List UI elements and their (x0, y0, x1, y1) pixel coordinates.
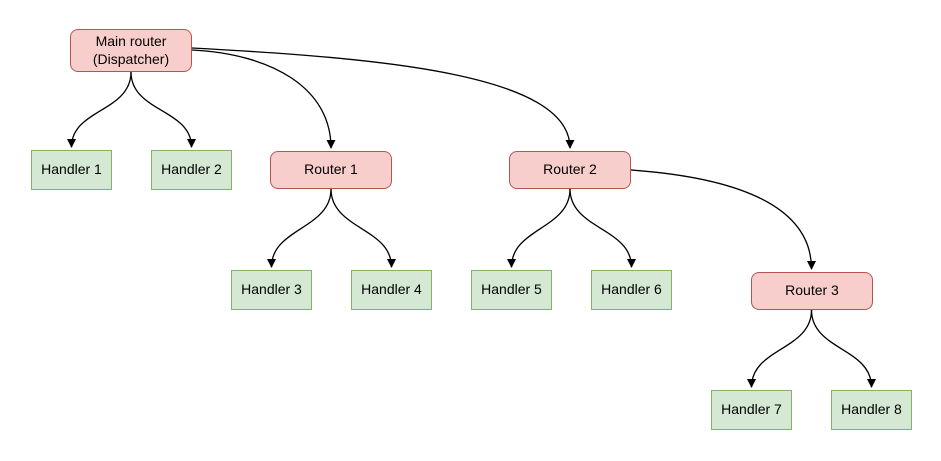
edge-main-to-router2 (191, 47, 575, 149)
node-handler-5: Handler 5 (471, 270, 552, 310)
node-main-router: Main router (Dispatcher) (70, 29, 192, 72)
node-handler-1-label: Handler 1 (41, 161, 102, 178)
node-handler-6-label: Handler 6 (601, 281, 662, 298)
node-handler-3-label: Handler 3 (241, 281, 302, 298)
node-handler-4-label: Handler 4 (361, 281, 422, 298)
node-router-2: Router 2 (509, 151, 631, 189)
edge-main-to-handler1 (67, 71, 132, 148)
edge-router3-to-handler8 (810, 309, 876, 388)
node-handler-8-label: Handler 8 (841, 401, 902, 418)
node-main-router-label: Main router (Dispatcher) (92, 33, 170, 67)
edge-router3-to-handler7 (747, 309, 813, 388)
node-router-1: Router 1 (270, 151, 392, 189)
node-handler-4: Handler 4 (351, 270, 432, 310)
node-router-3: Router 3 (751, 272, 873, 310)
node-handler-1: Handler 1 (31, 150, 112, 190)
node-handler-5-label: Handler 5 (481, 281, 542, 298)
node-router-2-label: Router 2 (543, 161, 597, 178)
edge-router1-to-handler4 (330, 188, 396, 268)
node-handler-3: Handler 3 (231, 270, 312, 310)
edge-main-to-router1 (191, 49, 336, 149)
node-handler-2: Handler 2 (151, 150, 232, 190)
edge-router1-to-handler3 (267, 188, 332, 268)
node-handler-8: Handler 8 (831, 390, 912, 430)
node-router-3-label: Router 3 (785, 282, 839, 299)
node-router-1-label: Router 1 (304, 161, 358, 178)
edge-main-to-handler2 (130, 71, 196, 148)
edge-router2-to-router3 (630, 169, 816, 270)
edge-router2-to-handler6 (569, 188, 636, 268)
node-handler-6: Handler 6 (591, 270, 672, 310)
node-handler-7: Handler 7 (711, 390, 792, 430)
node-handler-7-label: Handler 7 (721, 401, 782, 418)
node-handler-2-label: Handler 2 (161, 161, 222, 178)
edge-router2-to-handler5 (507, 188, 571, 268)
